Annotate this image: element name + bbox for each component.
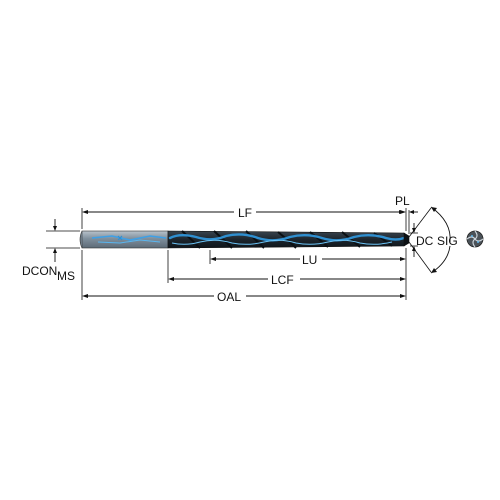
oal-dimension: OAL — [81, 250, 406, 304]
sig-label: SIG — [437, 234, 458, 248]
lf-dimension: LF — [81, 206, 407, 231]
drill-fluted-body — [167, 230, 410, 249]
sig-dimension: SIG — [408, 206, 458, 274]
dcon-dimension: DCON MS — [22, 219, 80, 283]
dcon-label: DCON — [22, 264, 57, 278]
lu-label: LU — [302, 253, 317, 267]
dc-label: DC — [416, 234, 434, 248]
lcf-label: LCF — [271, 273, 294, 287]
drill-end-view-icon — [466, 230, 484, 248]
dc-dimension: DC — [410, 223, 434, 257]
lcf-dimension: LCF — [167, 248, 407, 300]
lu-dimension: LU — [209, 250, 406, 267]
oal-label: OAL — [217, 290, 241, 304]
drill-shank — [79, 230, 169, 249]
pl-label: PL — [395, 194, 410, 208]
dcon-subscript: MS — [57, 269, 75, 283]
pl-dimension: PL — [395, 194, 418, 234]
lf-label: LF — [238, 206, 252, 220]
